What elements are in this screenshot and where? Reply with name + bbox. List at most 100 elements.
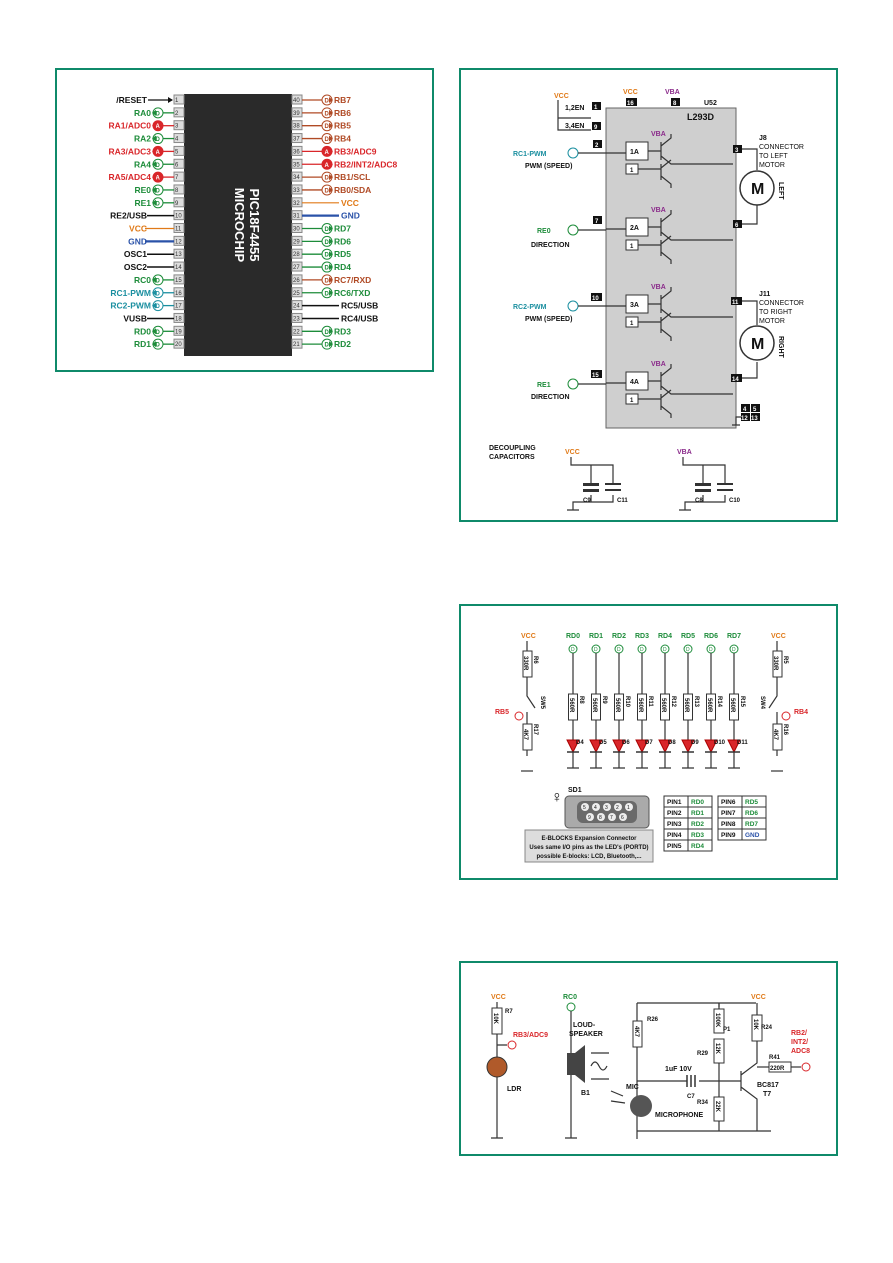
pwm-speed-label-1: PWM (SPEED) xyxy=(525,163,572,170)
microphone-icon xyxy=(630,1095,652,1117)
led-port-type: D xyxy=(709,647,713,653)
r6-value: 330R xyxy=(522,656,528,671)
pin-4: 4 xyxy=(743,407,747,413)
io-type: D xyxy=(156,278,161,284)
led-resistor-value: 560R xyxy=(568,698,574,713)
led-resistor-value: 560R xyxy=(591,698,597,713)
pin-number: 1 xyxy=(175,98,179,104)
rb4-label: RB4 xyxy=(794,709,808,716)
mic-label: MIC xyxy=(626,1084,639,1091)
pin-table-text: PIN3 xyxy=(667,821,682,828)
left-motor-m: M xyxy=(751,181,764,198)
right-label: RIGHT xyxy=(777,336,784,359)
pin-label: RA0 xyxy=(134,108,151,118)
pin-label: RD6 xyxy=(334,236,351,246)
chip-name-line2: PIC18F4455 xyxy=(247,189,262,262)
io-type: D xyxy=(325,266,330,272)
t7-label: T7 xyxy=(763,1091,771,1098)
ldr-label: LDR xyxy=(507,1086,521,1093)
pin-number: 10 xyxy=(175,214,182,220)
en12-label: 1,2EN xyxy=(565,105,584,112)
led-resistor xyxy=(706,693,716,721)
r41-value: 220R xyxy=(770,1066,785,1072)
led-icon xyxy=(566,739,580,754)
rb2-label-3: ADC8 xyxy=(791,1048,810,1055)
io-type: D xyxy=(156,163,161,169)
enable-label: 1 xyxy=(630,244,634,250)
pin-label: RC5/USB xyxy=(341,301,378,311)
u52-label: U52 xyxy=(704,100,717,107)
pin-number: 27 xyxy=(293,265,300,271)
pin-number: 22 xyxy=(293,329,300,335)
ldr-icon xyxy=(486,1056,508,1078)
io-type: D xyxy=(325,176,330,182)
db9-pin xyxy=(625,803,633,811)
io-type: D xyxy=(156,111,161,117)
led-resistor xyxy=(568,693,578,721)
rb2-label-2: INT2/ xyxy=(791,1039,808,1046)
pin-number: 24 xyxy=(293,304,300,310)
pin-number: 14 xyxy=(175,265,182,271)
r34-value: 22K xyxy=(714,1101,720,1113)
pin-10: 10 xyxy=(592,296,599,302)
pin-label: RC0 xyxy=(134,275,151,285)
r26-value: 4K7 xyxy=(633,1026,639,1038)
pin-table-text: RD6 xyxy=(745,810,758,817)
pin-label: RE1 xyxy=(134,198,151,208)
j8-motor: MOTOR xyxy=(759,162,785,169)
vba-label-8: VBA xyxy=(665,89,680,96)
pin-label: RE0 xyxy=(134,185,151,195)
led-icon xyxy=(704,739,718,754)
pin-label: OSC1 xyxy=(124,249,147,259)
pin-table-text: PIN1 xyxy=(667,799,682,806)
microphone-label: MICROPHONE xyxy=(655,1112,704,1119)
led-resistor-label: R15 xyxy=(739,696,745,708)
db9-pin xyxy=(586,813,594,821)
db9-pin-number: 5 xyxy=(583,805,586,811)
db9-pin xyxy=(619,813,627,821)
r16-value: 4K7 xyxy=(772,729,778,741)
db9-pin xyxy=(592,803,600,811)
pin-label: RB3/ADC9 xyxy=(334,146,377,156)
rb5-label: RB5 xyxy=(495,709,509,716)
enable-label: 1 xyxy=(630,168,634,174)
pin-label: RA2 xyxy=(134,134,151,144)
db9-pin-number: 2 xyxy=(616,805,619,811)
c7-value: 1uF 10V xyxy=(665,1066,692,1073)
channel-label: 4A xyxy=(630,379,639,386)
io-type: D xyxy=(156,137,161,143)
pin-table-text: PIN8 xyxy=(721,821,736,828)
loud-label: LOUD- xyxy=(573,1022,596,1029)
led-port-label: RD1 xyxy=(589,633,603,640)
pin-table-text: PIN6 xyxy=(721,799,736,806)
led-switch-diagram: VCC 330R R6 SW5 RB5 4K7 R17 VCC 330R R5 … xyxy=(495,633,808,863)
rb2-label-1: RB2/ xyxy=(791,1030,807,1037)
pin-3: 3 xyxy=(735,148,739,154)
led-icon xyxy=(658,739,672,754)
led-port-type: D xyxy=(571,647,575,653)
db9-pin-number: 6 xyxy=(621,815,624,821)
led-resistor-value: 560R xyxy=(614,698,620,713)
led-port-type: D xyxy=(686,647,690,653)
pin-1: 1 xyxy=(594,105,598,111)
led-label: D7 xyxy=(645,740,653,746)
io-type: D xyxy=(325,111,330,117)
vba-label-ch: VBA xyxy=(651,207,666,214)
io-type: D xyxy=(156,304,161,310)
channel-label: 1A xyxy=(630,149,639,156)
led-port-type: D xyxy=(594,647,598,653)
led-port-type: D xyxy=(663,647,667,653)
led-switch-panel: VCC 330R R6 SW5 RB5 4K7 R17 VCC 330R R5 … xyxy=(459,604,838,880)
io-type: D xyxy=(156,343,161,349)
pin-label: RD3 xyxy=(334,326,351,336)
io-type: D xyxy=(156,291,161,297)
led-label: D11 xyxy=(737,740,748,746)
r29-label: R29 xyxy=(697,1051,709,1057)
j11-label: J11 xyxy=(759,291,770,298)
pin-label: RD7 xyxy=(334,224,351,234)
pin-label: RB4 xyxy=(334,134,351,144)
enable-label: 1 xyxy=(630,398,634,404)
pin-number: 16 xyxy=(175,291,182,297)
sd1-label: SD1 xyxy=(568,787,582,794)
